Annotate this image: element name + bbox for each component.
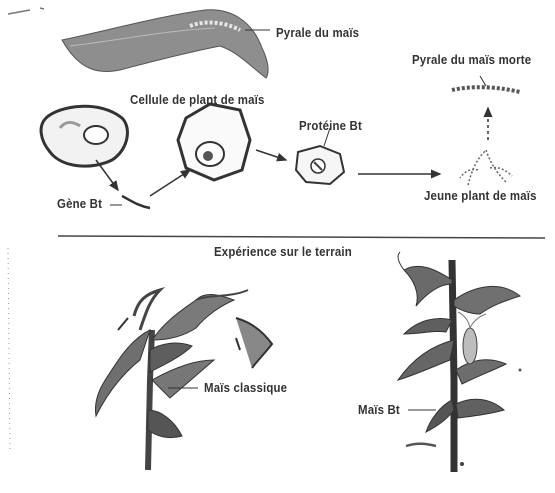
- label-corn-borer: Pyrale du maïs: [276, 25, 359, 40]
- corn-ear: [463, 328, 477, 364]
- dead-corn-borer: [452, 87, 520, 92]
- scratch-mark: [8, 8, 44, 14]
- bt-corn-plant: [398, 252, 520, 472]
- protein-cell: [296, 146, 344, 184]
- label-classic-corn: Maïs classique: [204, 380, 287, 395]
- corn-leaf-illustration: [62, 10, 270, 78]
- bacterium-cell: [41, 106, 127, 166]
- plant-cell: [178, 104, 250, 180]
- label-bt-corn: Maïs Bt: [358, 402, 400, 417]
- label-field-experiment: Expérience sur le terrain: [214, 244, 352, 259]
- label-young-plant: Jeune plant de maïs: [424, 188, 537, 203]
- label-dead-borer: Pyrale du maïs morte: [412, 52, 531, 67]
- young-corn-plant: [460, 150, 512, 185]
- label-corn-cell: Cellule de plant de maïs: [130, 92, 265, 107]
- label-bt-protein: Protéine Bt: [299, 118, 362, 133]
- section-divider: [58, 236, 545, 238]
- bt-gene-fragment: [122, 196, 150, 208]
- label-bt-gene: Gène Bt: [57, 196, 102, 211]
